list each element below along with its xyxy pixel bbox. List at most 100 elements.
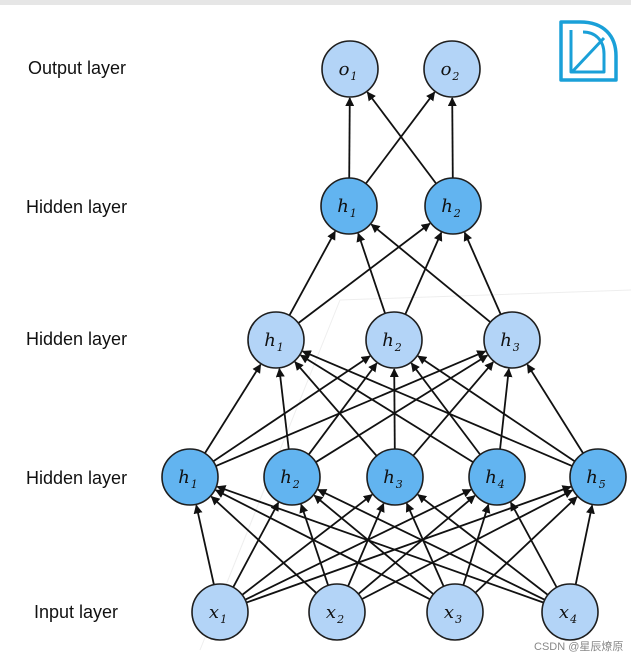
top-border bbox=[0, 0, 631, 5]
hidden-layer-3-label: Hidden layer bbox=[26, 197, 127, 217]
node-label-subscript: 3 bbox=[396, 478, 403, 491]
node-label-subscript: 1 bbox=[350, 207, 357, 220]
node-label: x2 bbox=[326, 602, 344, 626]
node-label-base: h bbox=[383, 467, 395, 488]
node-label-base: h bbox=[178, 467, 190, 488]
edge-hidden1-5-to-hidden2-3 bbox=[526, 363, 584, 454]
edge-input-4-to-hidden1-3 bbox=[417, 494, 549, 596]
input-layer-label: Input layer bbox=[34, 602, 118, 622]
node-label: x4 bbox=[559, 602, 577, 626]
node-label-base: x bbox=[444, 602, 454, 623]
node-label-base: h bbox=[280, 467, 292, 488]
edge-hidden2-2-to-hidden3-1 bbox=[356, 232, 386, 314]
node-label-subscript: 2 bbox=[451, 70, 459, 83]
connections bbox=[193, 91, 595, 604]
node-input-1: x1 bbox=[191, 583, 249, 641]
node-circle bbox=[321, 40, 379, 98]
edge-hidden1-1-to-hidden2-2 bbox=[212, 355, 371, 463]
node-circle bbox=[320, 177, 378, 235]
node-label-subscript: 2 bbox=[292, 478, 300, 491]
edge-input-2-to-hidden1-4 bbox=[357, 495, 476, 595]
hidden-layer-2-label: Hidden layer bbox=[26, 329, 127, 349]
node-label-subscript: 2 bbox=[336, 613, 344, 626]
node-label: h3 bbox=[500, 330, 520, 354]
edge-input-3-to-hidden1-5 bbox=[474, 496, 578, 594]
edge-hidden1-2-to-hidden2-1 bbox=[275, 367, 290, 450]
node-label: h2 bbox=[382, 330, 402, 354]
node-label-subscript: 2 bbox=[394, 341, 402, 354]
node-hidden1-2: h2 bbox=[263, 448, 321, 506]
node-label: h3 bbox=[383, 467, 403, 491]
edge-input-3-to-hidden1-2 bbox=[313, 494, 435, 595]
node-label-subscript: 4 bbox=[497, 478, 505, 491]
node-label: h1 bbox=[337, 196, 357, 220]
node-label: x1 bbox=[209, 602, 227, 626]
edge-hidden3-1-to-output-1 bbox=[345, 97, 355, 179]
edge-input-2-to-hidden1-3 bbox=[347, 502, 385, 587]
edge-hidden1-2-to-hidden2-3 bbox=[315, 354, 489, 463]
node-label-subscript: 3 bbox=[455, 613, 462, 626]
node-hidden2-1: h1 bbox=[247, 311, 305, 369]
edge-input-1-to-hidden1-4 bbox=[244, 488, 472, 601]
node-circle bbox=[263, 448, 321, 506]
edge-input-2-to-hidden1-1 bbox=[210, 495, 317, 594]
node-input-2: x2 bbox=[308, 583, 366, 641]
node-circle bbox=[308, 583, 366, 641]
node-label-subscript: 2 bbox=[453, 207, 461, 220]
node-label-base: h bbox=[441, 196, 453, 217]
edge-input-4-to-hidden1-2 bbox=[317, 488, 546, 601]
edge-hidden2-1-to-hidden3-2 bbox=[297, 222, 431, 324]
edge-input-3-to-hidden1-3 bbox=[405, 502, 445, 587]
node-label-base: h bbox=[264, 330, 276, 351]
watermark-text: CSDN @星辰燎原 bbox=[534, 640, 623, 653]
edge-input-1-to-hidden1-1 bbox=[193, 504, 215, 585]
edge-hidden2-2-to-hidden3-2 bbox=[404, 231, 443, 315]
node-label-base: x bbox=[209, 602, 219, 623]
hidden-layer-1-label: Hidden layer bbox=[26, 468, 127, 488]
node-label-base: x bbox=[559, 602, 569, 623]
node-circle bbox=[483, 311, 541, 369]
node-hidden1-1: h1 bbox=[161, 448, 219, 506]
node-label-subscript: 5 bbox=[599, 478, 606, 491]
edge-input-4-to-hidden1-5 bbox=[574, 504, 595, 585]
node-label-subscript: 3 bbox=[513, 341, 520, 354]
node-hidden2-3: h3 bbox=[483, 311, 541, 369]
background-guide-line bbox=[339, 289, 631, 301]
edge-hidden1-3-to-hidden2-1 bbox=[294, 361, 378, 457]
node-circle bbox=[161, 448, 219, 506]
node-input-3: x3 bbox=[426, 583, 484, 641]
node-circle bbox=[423, 40, 481, 98]
node-circle bbox=[247, 311, 305, 369]
node-circle bbox=[468, 448, 526, 506]
node-output-2: o2 bbox=[423, 40, 481, 98]
edge-hidden1-1-to-hidden2-1 bbox=[204, 363, 262, 454]
node-circle bbox=[366, 448, 424, 506]
node-label-subscript: 4 bbox=[569, 613, 577, 626]
edge-input-2-to-hidden1-5 bbox=[361, 489, 574, 600]
node-circle bbox=[426, 583, 484, 641]
output-layer-label: Output layer bbox=[28, 58, 126, 78]
edge-hidden2-3-to-hidden3-1 bbox=[370, 223, 491, 323]
node-label-base: h bbox=[382, 330, 394, 351]
node-input-4: x4 bbox=[541, 583, 599, 641]
node-label-base: o bbox=[339, 59, 350, 80]
node-circle bbox=[424, 177, 482, 235]
node-circle bbox=[191, 583, 249, 641]
edge-hidden1-2-to-hidden2-2 bbox=[307, 362, 378, 456]
edge-hidden2-3-to-hidden3-2 bbox=[463, 231, 502, 315]
node-label-base: x bbox=[326, 602, 336, 623]
edge-hidden2-1-to-hidden3-1 bbox=[288, 230, 336, 316]
node-label: h5 bbox=[586, 467, 606, 491]
edge-input-1-to-hidden1-3 bbox=[241, 494, 373, 596]
node-circle bbox=[569, 448, 627, 506]
node-hidden3-1: h1 bbox=[320, 177, 378, 235]
node-hidden1-4: h4 bbox=[468, 448, 526, 506]
node-label: x3 bbox=[444, 602, 462, 626]
edge-hidden1-4-to-hidden2-2 bbox=[410, 362, 481, 456]
node-hidden3-2: h2 bbox=[424, 177, 482, 235]
edge-input-4-to-hidden1-1 bbox=[216, 485, 544, 604]
node-label: h1 bbox=[264, 330, 284, 354]
node-circle bbox=[541, 583, 599, 641]
node-label-subscript: 1 bbox=[277, 341, 284, 354]
